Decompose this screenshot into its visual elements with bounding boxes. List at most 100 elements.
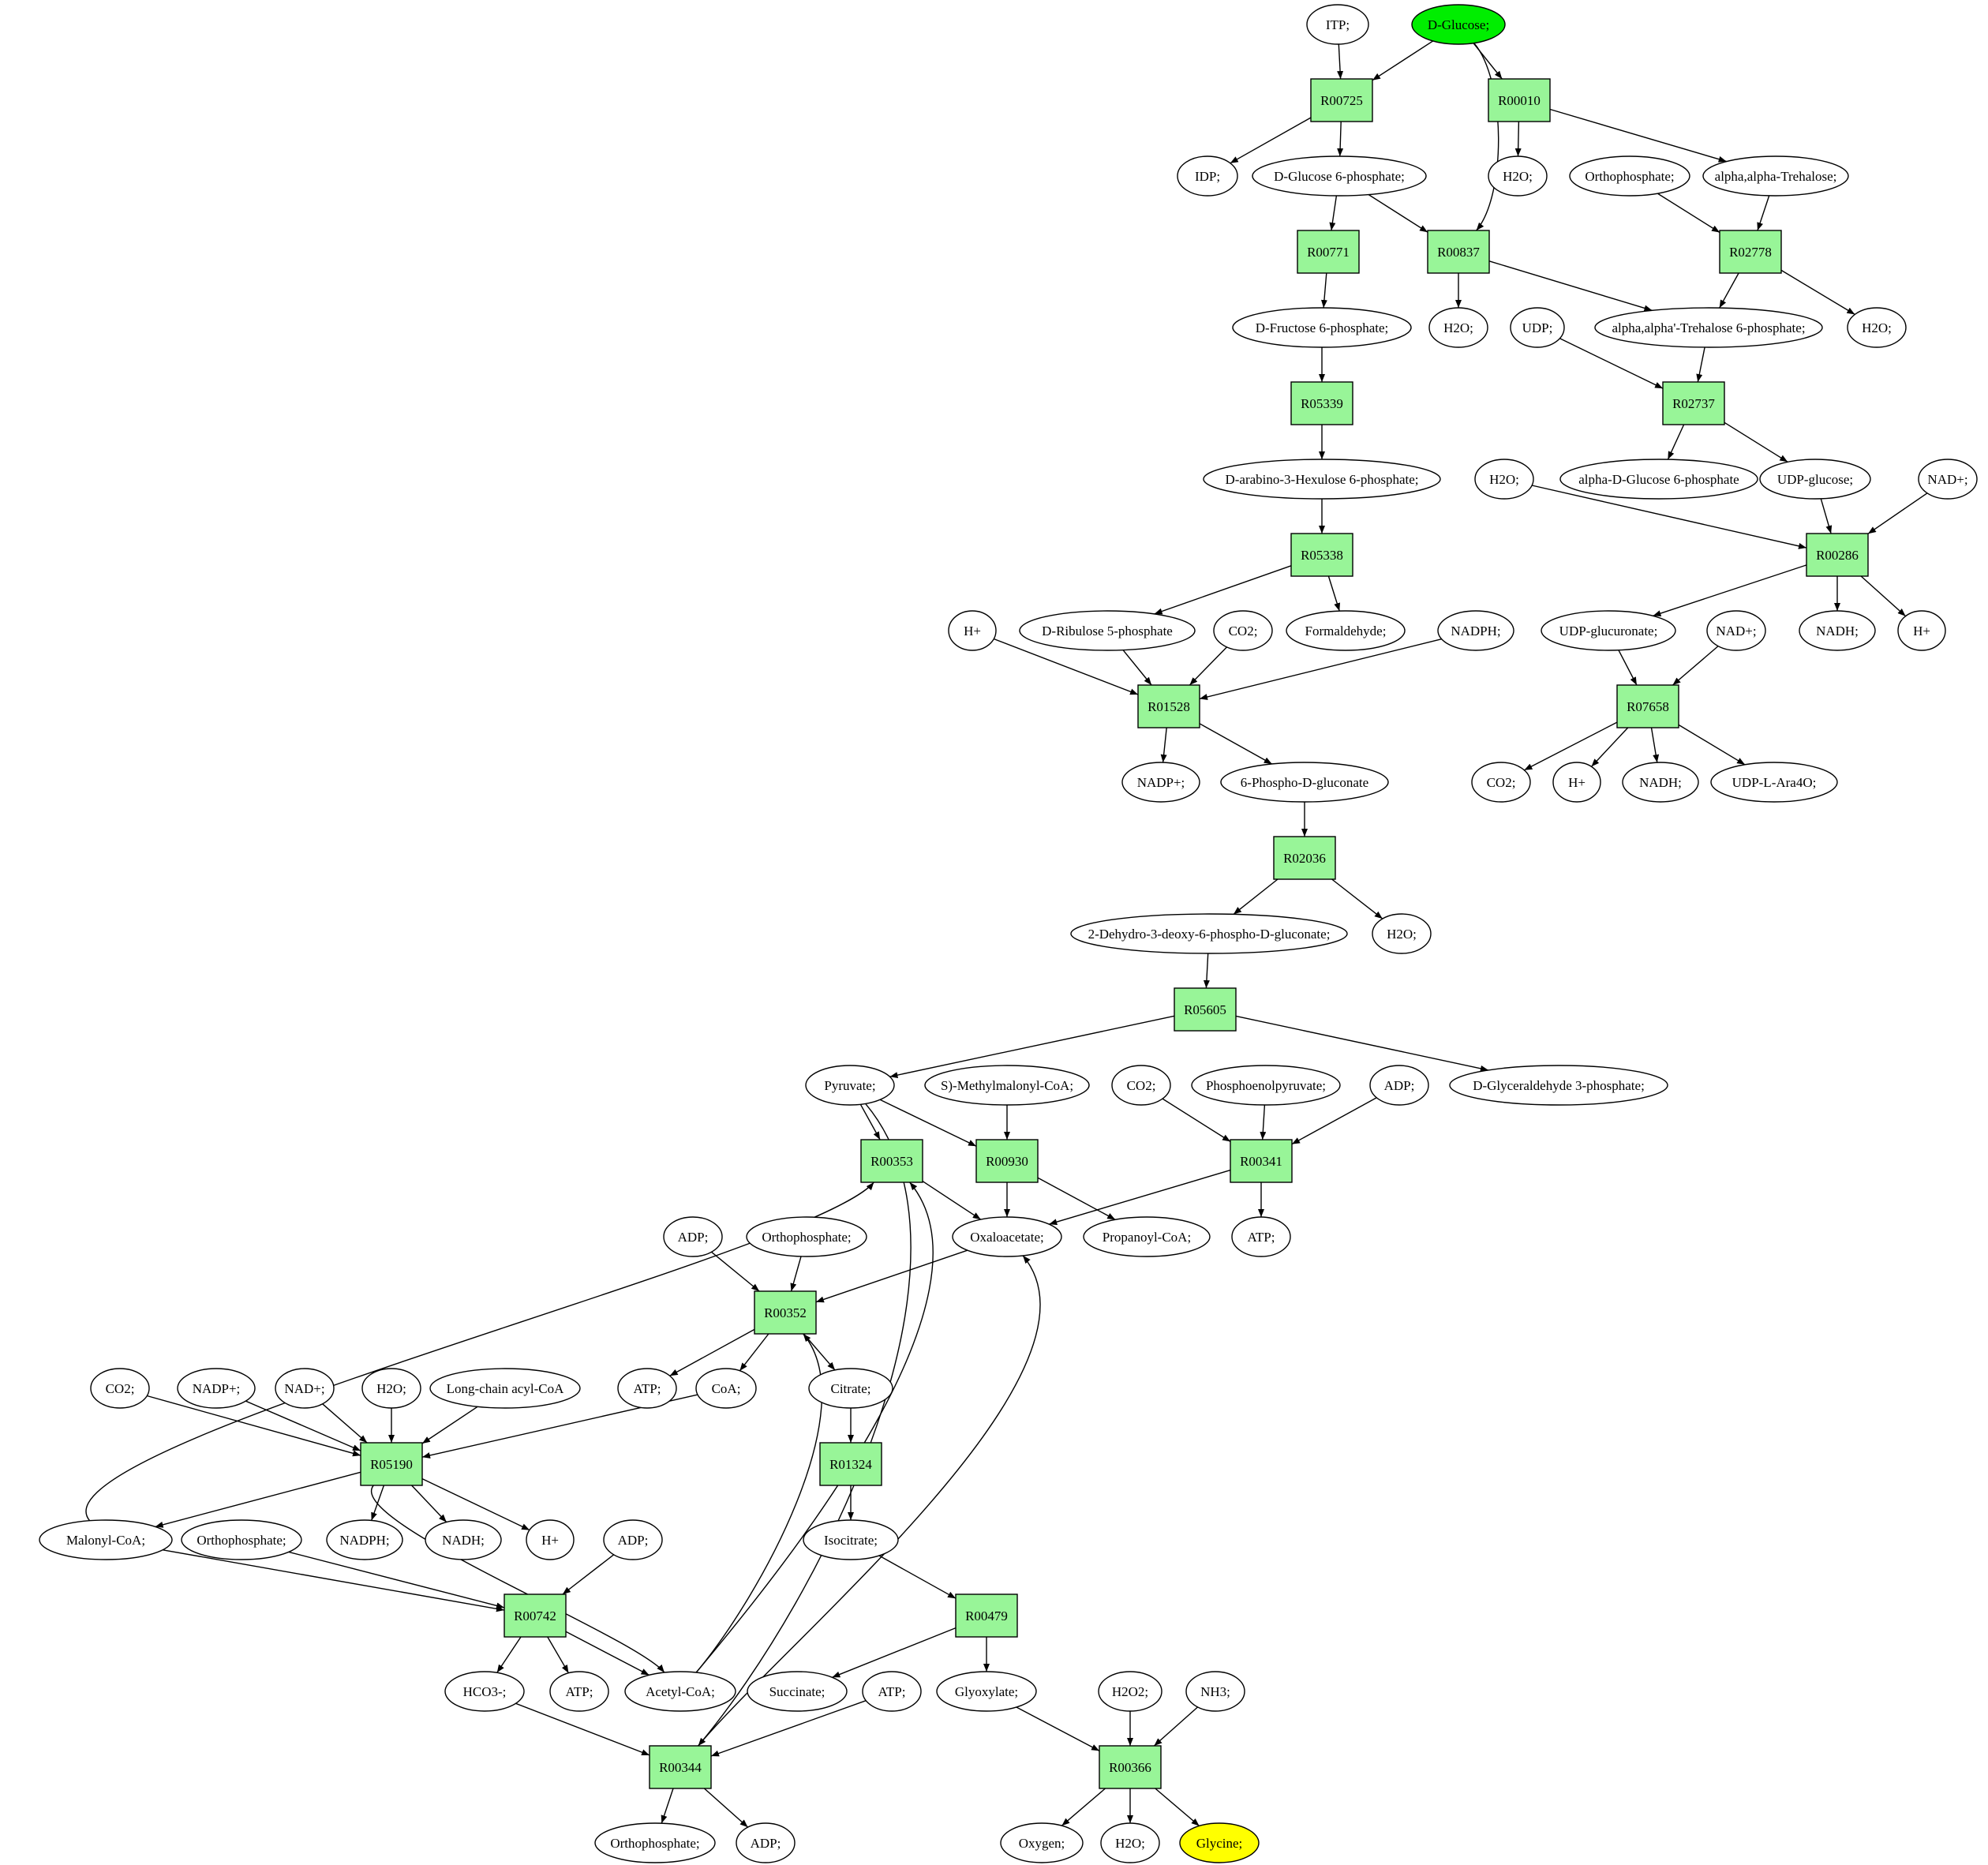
compound-ellipse [1918, 459, 1978, 500]
node-label: D-Glyceraldehyde 3-phosphate; [1473, 1078, 1645, 1093]
edge-dglc-to-r00725 [1372, 40, 1434, 81]
node-label: Glyoxylate; [955, 1684, 1018, 1699]
node-label: NH3; [1200, 1684, 1230, 1699]
compound-ellipse [1191, 1065, 1341, 1106]
edge-r05190-to-nadh-c [411, 1485, 447, 1523]
node-label: NADP+; [1137, 775, 1185, 790]
node-label: D-Glucose; [1428, 17, 1489, 32]
edge-r00479-to-succ [832, 1627, 957, 1678]
edge-adp-c-to-r00742 [562, 1554, 615, 1595]
compound-node-alpha-alpha-trehalose: alpha,alpha-Trehalose; [1702, 155, 1849, 197]
compound-ellipse [90, 1368, 150, 1409]
compound-node-orthophosphate: Orthophosphate; [746, 1216, 867, 1257]
compound-ellipse [952, 1216, 1062, 1257]
node-label: NADPH; [339, 1533, 389, 1548]
node-label: Propanoyl-CoA; [1103, 1230, 1191, 1245]
reaction-node-r02036: R02036 [1273, 836, 1336, 880]
edge-icit-to-r00479 [878, 1555, 957, 1599]
reaction-node-r00010: R00010 [1488, 78, 1551, 122]
compound-ellipse [746, 1216, 867, 1257]
node-label: Succinate; [769, 1684, 826, 1699]
edge-r00286-to-udpga [1653, 564, 1807, 616]
edge-r00010-to-h2o-a [1514, 121, 1522, 157]
compound-node-h2o2: H2O2; [1098, 1671, 1162, 1712]
edge-r00930-to-propcoa [1037, 1177, 1116, 1220]
compound-ellipse [1702, 155, 1849, 197]
compound-node-udp-glucose: UDP-glucose; [1759, 459, 1871, 500]
edge-dglc-to-r00837 [1473, 43, 1499, 231]
compound-ellipse [1541, 610, 1676, 651]
reaction-node-r05339: R05339 [1290, 381, 1353, 425]
node-label: H2O; [1443, 320, 1473, 335]
edge-ortho-b-to-r00352 [790, 1256, 802, 1292]
edge-itp-to-r00725 [1337, 43, 1344, 80]
compound-node-nadh: NADH; [425, 1519, 502, 1560]
edge-r01528-to-pgln [1199, 723, 1273, 765]
node-label: D-arabino-3-Hexulose 6-phosphate; [1225, 472, 1418, 487]
reaction-node-r05605: R05605 [1174, 987, 1237, 1032]
node-label: CO2; [106, 1381, 135, 1396]
reaction-box [504, 1593, 567, 1638]
edge-tre6p-to-r02737 [1696, 346, 1705, 383]
node-label: CO2; [1127, 1078, 1156, 1093]
edge-r00352-to-coa [739, 1333, 769, 1372]
node-label: NADPH; [1451, 624, 1500, 639]
compound-node-nadh: NADH; [1799, 610, 1876, 651]
reaction-node-r00771: R00771 [1297, 230, 1360, 274]
compound-node-orthophosphate: Orthophosphate; [594, 1822, 716, 1863]
edge-r05605-to-gap [1235, 1015, 1489, 1072]
compound-ellipse [1449, 1065, 1668, 1106]
edge-r05338-to-dr5p [1154, 565, 1292, 615]
reaction-box [1427, 230, 1490, 274]
edge-r02737-to-adg6p [1667, 424, 1685, 460]
compound-ellipse [1488, 155, 1548, 197]
node-label: R00286 [1816, 548, 1859, 563]
edge-treh-to-r02778 [1757, 195, 1770, 231]
reaction-node-r00837: R00837 [1427, 230, 1490, 274]
node-label: alpha-D-Glucose 6-phosphate [1578, 472, 1739, 487]
edge-adp-b-to-r00352 [711, 1251, 760, 1292]
compound-node-h2o: H2O; [1847, 307, 1907, 348]
compound-ellipse [1019, 610, 1196, 651]
compound-ellipse [177, 1368, 256, 1409]
node-label: R01324 [829, 1457, 872, 1472]
compound-node-adp: ADP; [736, 1822, 796, 1863]
edge-hco3-to-r00344 [515, 1702, 650, 1756]
node-label: D-Fructose 6-phosphate; [1256, 320, 1389, 335]
node-label: CO2; [1487, 775, 1516, 790]
compound-node-oxaloacetate: Oxaloacetate; [952, 1216, 1062, 1257]
node-label: R01528 [1147, 699, 1190, 714]
edge-nh3-to-r00366 [1153, 1706, 1199, 1747]
compound-node-itp: ITP; [1306, 4, 1369, 45]
compound-node-2-dehydro-3-deoxy-6-phospho-d-gluconate: 2-Dehydro-3-deoxy-6-phospho-D-gluconate; [1070, 913, 1348, 954]
edge-r07658-to-udpara [1678, 724, 1746, 766]
compound-node-adp: ADP; [663, 1216, 723, 1257]
node-label: CoA; [712, 1381, 741, 1396]
node-label: Long-chain acyl-CoA [447, 1381, 564, 1396]
compound-node-succinate: Succinate; [747, 1671, 848, 1712]
reaction-box [1290, 381, 1353, 425]
compound-node-h2o: H2O; [361, 1368, 421, 1409]
node-label: H+ [1568, 775, 1586, 790]
edge-r00725-to-dg6p [1337, 121, 1344, 157]
compound-ellipse [1121, 762, 1200, 803]
compound-ellipse [1706, 610, 1766, 651]
node-label: Orthophosphate; [762, 1230, 851, 1245]
compound-ellipse [1220, 762, 1389, 803]
node-label: R02036 [1283, 851, 1326, 866]
reaction-box [1174, 987, 1237, 1032]
compound-node-nadh: NADH; [1622, 762, 1699, 803]
node-label: R02737 [1672, 396, 1715, 411]
compound-node-alpha-d-glucose-6-phosphate: alpha-D-Glucose 6-phosphate [1559, 459, 1758, 500]
edge-nadp-b-to-r07658 [1672, 646, 1719, 686]
edge-r01528-to-nadpp-a [1160, 727, 1167, 763]
node-label: Oxygen; [1019, 1836, 1065, 1851]
compound-node-h: H+ [526, 1519, 575, 1560]
node-label: H2O; [1862, 320, 1892, 335]
compound-node-orthophosphate: Orthophosphate; [1569, 155, 1690, 197]
edge-nadp-c-to-r05190 [322, 1403, 368, 1444]
compound-ellipse [695, 1368, 757, 1409]
compound-ellipse [1710, 762, 1838, 803]
compound-node-udp-glucuronate: UDP-glucuronate; [1541, 610, 1676, 651]
compound-ellipse [181, 1519, 302, 1560]
